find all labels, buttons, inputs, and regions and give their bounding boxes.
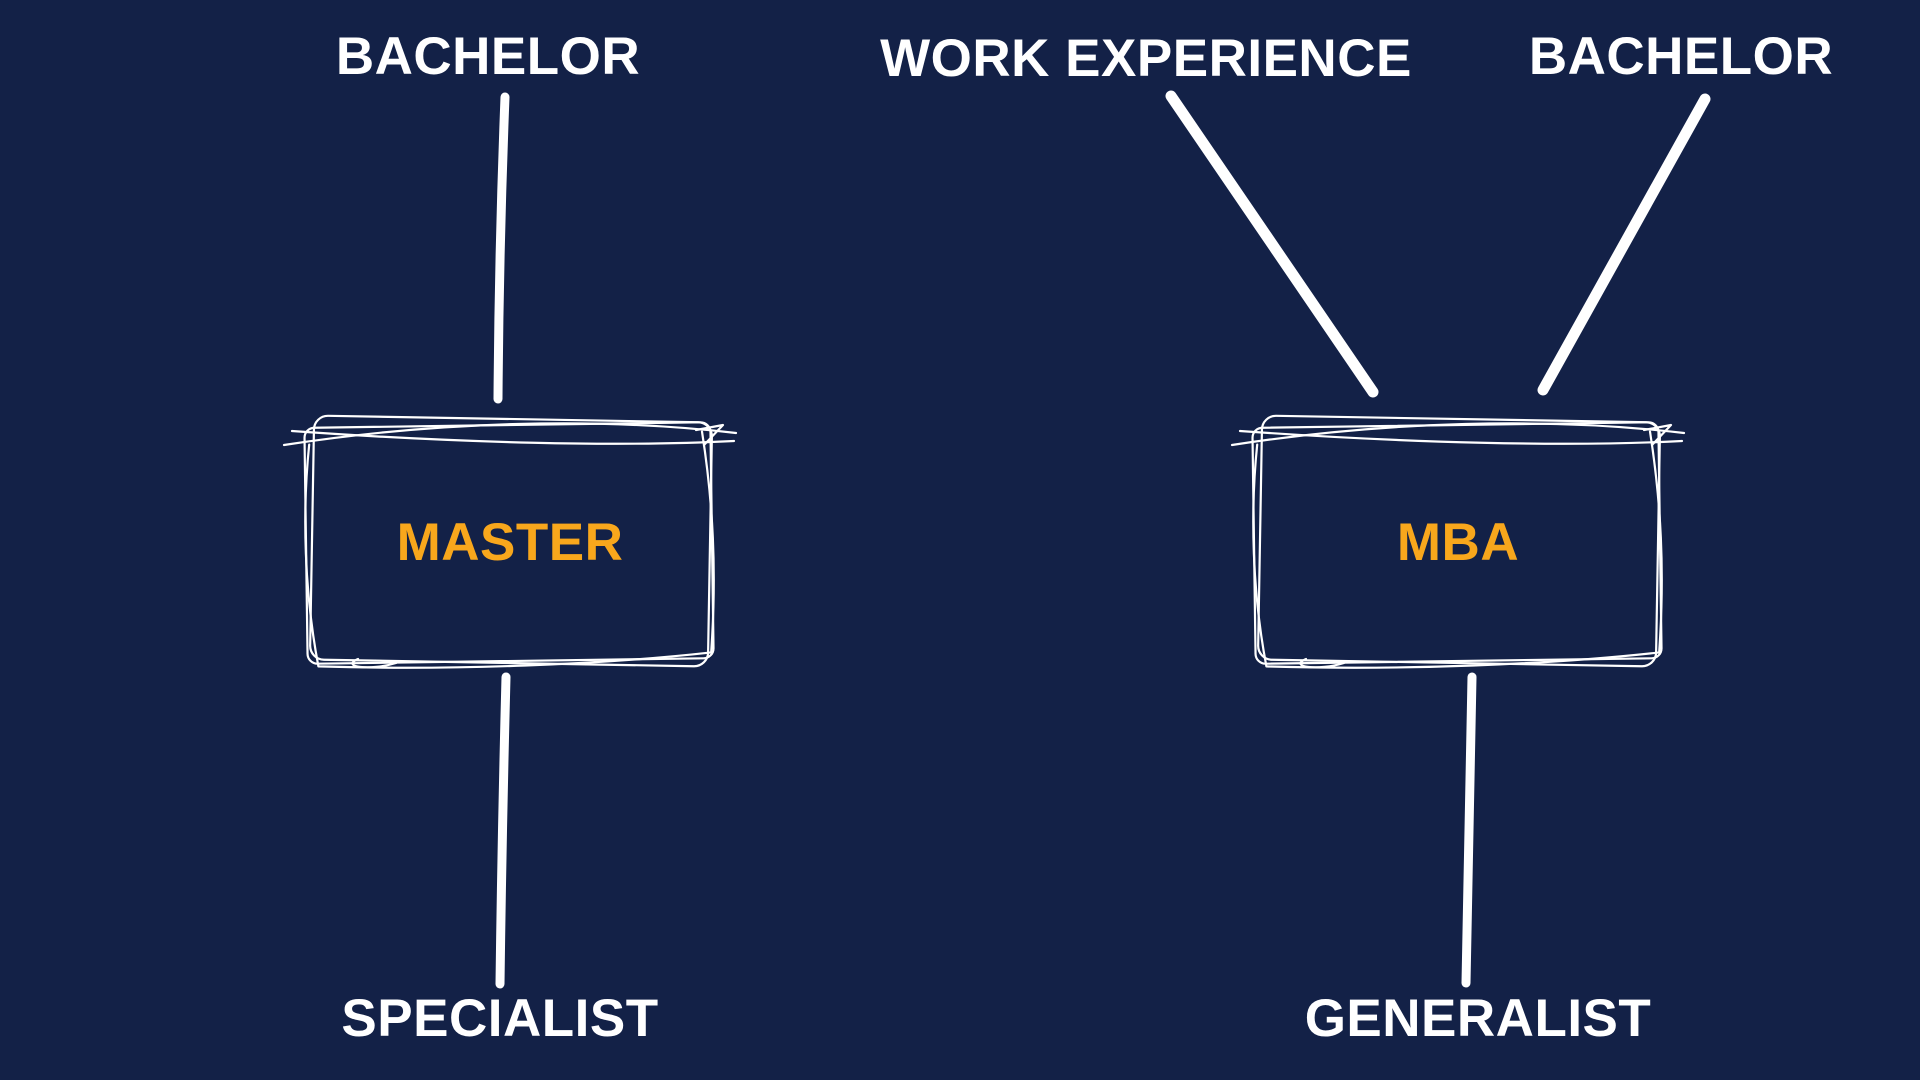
sketch-stroke	[1252, 430, 1663, 669]
sketch-stroke	[1230, 422, 1686, 447]
label-specialist: SPECIALIST	[341, 989, 659, 1048]
master-to-specialist-line	[495, 672, 511, 989]
sketch-stroke	[290, 429, 736, 445]
mba-box-label: MBA	[1396, 513, 1520, 572]
sketch-stroke	[304, 430, 715, 669]
work-experience-to-mba-line	[1165, 90, 1379, 398]
sketch-stroke	[351, 657, 398, 669]
bachelor-to-mba-line	[1537, 93, 1711, 396]
master-box-sketch	[282, 414, 738, 669]
mba-to-generalist-line	[1461, 672, 1477, 988]
mba-box-sketch	[1230, 414, 1686, 669]
sketch-stroke	[1257, 414, 1661, 668]
sketch-stroke	[1642, 423, 1673, 447]
sketch-stroke	[694, 423, 725, 447]
label-bachelor-right: BACHELOR	[1528, 27, 1834, 86]
sketch-stroke	[309, 414, 713, 668]
master-box-label: MASTER	[396, 513, 624, 572]
label-generalist: GENERALIST	[1304, 989, 1652, 1048]
label-work-experience: WORK EXPERIENCE	[880, 29, 1412, 88]
sketch-stroke	[1299, 657, 1346, 669]
sketch-stroke	[1238, 429, 1684, 445]
label-bachelor-left: BACHELOR	[335, 27, 641, 86]
bachelor-to-master-line	[493, 92, 510, 404]
sketch-stroke	[282, 422, 738, 447]
